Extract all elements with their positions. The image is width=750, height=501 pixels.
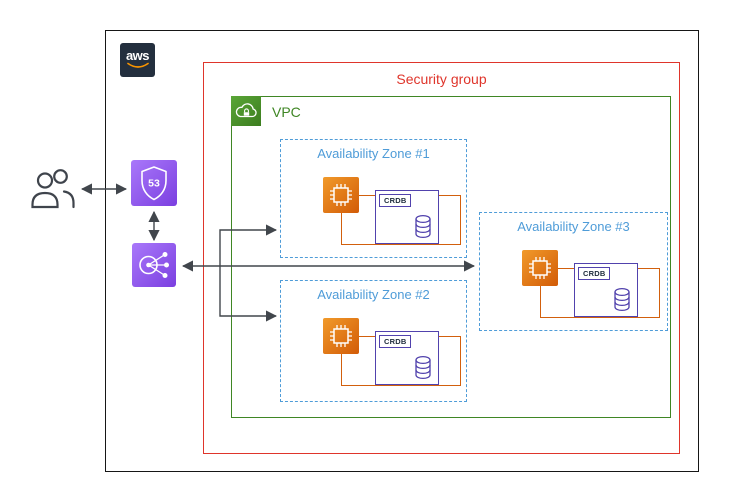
availability-zone-1: Availability Zone #1 CRDB xyxy=(280,139,467,258)
ec2-instance-icon xyxy=(323,177,359,213)
availability-zone-1-label: Availability Zone #1 xyxy=(317,146,430,161)
availability-zone-2-label: Availability Zone #2 xyxy=(317,287,430,302)
route53-badge-text: 53 xyxy=(148,178,160,190)
users-icon xyxy=(31,169,75,209)
aws-smile-icon xyxy=(126,62,149,68)
database-icon xyxy=(614,287,630,312)
database-icon xyxy=(415,355,431,380)
availability-zone-3-label: Availability Zone #3 xyxy=(517,219,630,234)
route53-icon: 53 xyxy=(131,160,177,206)
ec2-instance-icon xyxy=(522,250,558,286)
crdb-node: CRDB xyxy=(574,263,638,317)
load-balancer-icon xyxy=(132,243,176,287)
vpc-boundary: VPC Availability Zone #1 CRDB xyxy=(231,96,671,418)
vpc-label: VPC xyxy=(272,104,301,120)
security-group-label: Security group xyxy=(396,71,487,87)
crdb-label: CRDB xyxy=(578,267,611,280)
crdb-label: CRDB xyxy=(379,335,412,348)
aws-logo-text: aws xyxy=(125,48,150,63)
availability-zone-2: Availability Zone #2 CRDB xyxy=(280,280,467,402)
vpc-icon xyxy=(231,96,261,126)
crdb-node: CRDB xyxy=(375,331,439,385)
database-icon xyxy=(415,214,431,239)
security-group-boundary: Security group VPC Availability Zone #1 … xyxy=(203,62,680,454)
ec2-instance-icon xyxy=(323,318,359,354)
aws-cloud-boundary: aws Security group VPC Availability Zone xyxy=(105,30,699,472)
aws-logo: aws xyxy=(120,43,155,77)
crdb-label: CRDB xyxy=(379,194,412,207)
crdb-node: CRDB xyxy=(375,190,439,244)
availability-zone-3: Availability Zone #3 CRDB xyxy=(479,212,668,331)
